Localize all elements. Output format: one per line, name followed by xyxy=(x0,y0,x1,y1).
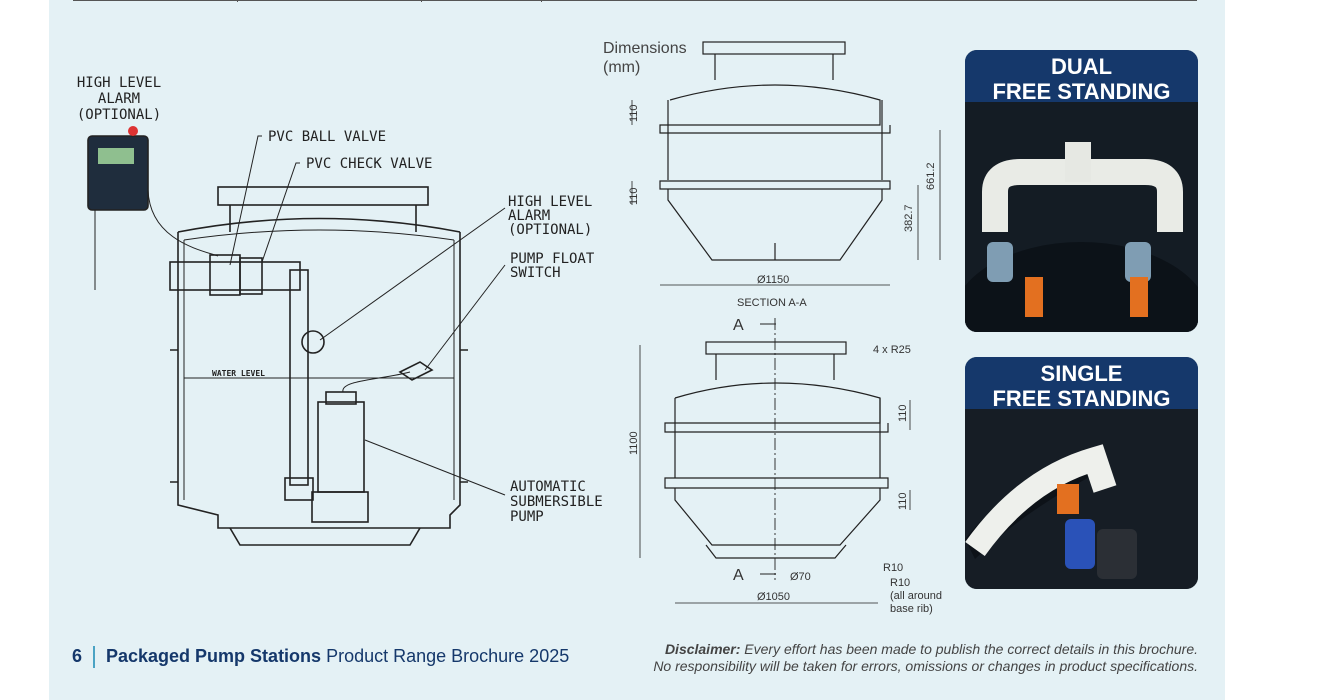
label-water-level: WATER LEVEL xyxy=(212,369,265,378)
label-high-level-alarm-2: HIGH LEVEL xyxy=(508,194,592,210)
dim-70: Ø70 xyxy=(790,571,811,583)
section-marker-a-bottom: A xyxy=(733,567,744,584)
dim-r10-b: R10 xyxy=(890,577,910,589)
dim-110-d: 110 xyxy=(897,492,909,510)
base-rib-note: (all around xyxy=(890,590,942,602)
dim-r10-a: R10 xyxy=(883,562,903,574)
page-number: 6 xyxy=(72,646,83,666)
ball-float xyxy=(301,330,325,354)
disclaimer: Disclaimer: Every effort has been made t… xyxy=(653,641,1198,674)
tank-lid xyxy=(217,186,429,206)
table-divider xyxy=(541,0,542,2)
dim-661: 661.2 xyxy=(925,162,937,190)
svg-text:ALARM: ALARM xyxy=(508,208,550,224)
label-automatic-pump: AUTOMATIC xyxy=(510,479,586,495)
label-pvc-check-valve: PVC CHECK VALVE xyxy=(306,156,432,172)
dual-pump-photo xyxy=(965,102,1198,332)
top-table-border xyxy=(73,0,1197,1)
svg-text:ALARM: ALARM xyxy=(98,91,140,107)
label-high-level-alarm: HIGH LEVEL xyxy=(77,75,161,91)
dim-1150: Ø1150 xyxy=(757,274,789,286)
tank-outline xyxy=(177,232,461,529)
dim-1100: 1100 xyxy=(628,431,640,455)
dim-1050: Ø1050 xyxy=(757,591,790,603)
table-divider xyxy=(237,0,238,2)
svg-text:base rib): base rib) xyxy=(890,603,933,615)
elevation-drawing xyxy=(639,318,911,604)
section-drawing xyxy=(631,41,941,286)
brochure-title: Packaged Pump Stations Product Range Bro… xyxy=(106,646,570,666)
dim-110-c: 110 xyxy=(897,404,909,422)
dim-382: 382.7 xyxy=(903,204,915,232)
label-pvc-ball-valve: PVC BALL VALVE xyxy=(268,129,386,145)
discharge-pipe xyxy=(169,261,301,291)
svg-text:SUBMERSIBLE: SUBMERSIBLE xyxy=(510,494,603,510)
alarm-box xyxy=(87,135,149,211)
section-marker-a: A xyxy=(733,317,744,334)
single-pump-photo xyxy=(965,409,1198,589)
svg-text:PUMP: PUMP xyxy=(510,509,544,525)
label-pump-float-switch: PUMP FLOAT xyxy=(510,251,595,267)
footer-divider xyxy=(93,646,95,668)
dimensions-title: Dimensions xyxy=(603,40,687,57)
table-divider xyxy=(421,0,422,2)
submersible-pump xyxy=(317,401,365,493)
dim-110-b: 110 xyxy=(628,187,640,205)
section-label: SECTION A-A xyxy=(737,297,807,309)
svg-text:SWITCH: SWITCH xyxy=(510,265,561,281)
svg-text:(OPTIONAL): (OPTIONAL) xyxy=(508,222,592,238)
dim-110-a: 110 xyxy=(628,104,640,122)
dim-r25: 4 x R25 xyxy=(873,344,911,356)
svg-text:(OPTIONAL): (OPTIONAL) xyxy=(77,107,161,123)
svg-text:(mm): (mm) xyxy=(603,59,640,76)
